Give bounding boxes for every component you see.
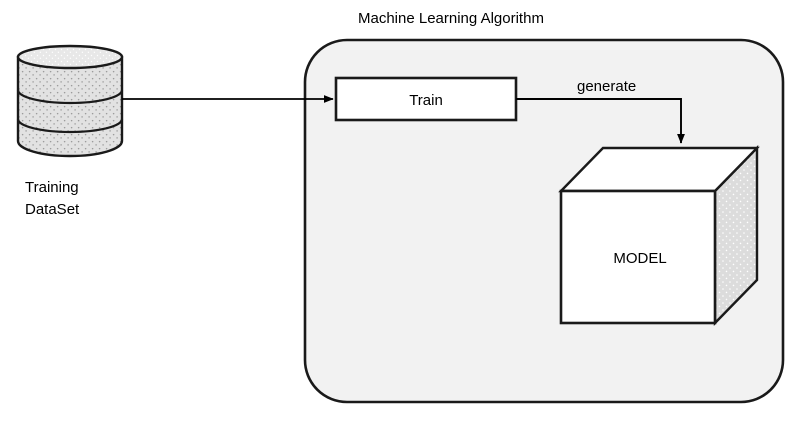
model-label: MODEL	[613, 250, 666, 267]
edge-generate-label: generate	[577, 78, 636, 95]
training-dataset-caption-line1: Training	[25, 179, 79, 196]
model-cube[interactable]: MODEL	[558, 145, 760, 326]
cylinder-band-divider-2	[16, 118, 124, 134]
cylinder-top-disc	[16, 44, 124, 70]
ml-algorithm-title: Machine Learning Algorithm	[358, 10, 544, 27]
cylinder-band-divider-1	[16, 89, 124, 105]
cylinder-body	[16, 55, 124, 158]
training-dataset-caption-line2: DataSet	[25, 201, 80, 218]
edge-train-to-model: generate	[516, 78, 685, 144]
train-label: Train	[409, 92, 443, 109]
edge-train-to-model-path	[516, 98, 685, 144]
model-cube-front-face[interactable]	[559, 189, 717, 325]
train-box[interactable]	[334, 76, 518, 122]
train-node[interactable]: Train	[334, 76, 518, 122]
training-dataset-cylinder	[16, 44, 124, 158]
